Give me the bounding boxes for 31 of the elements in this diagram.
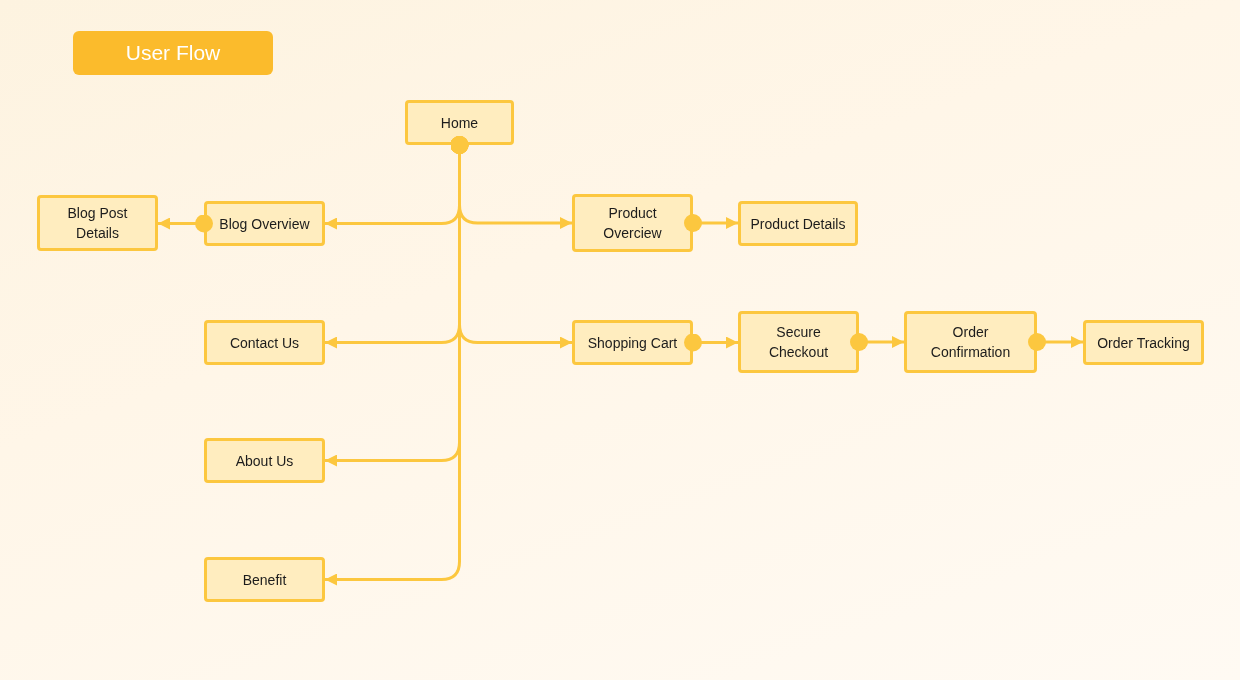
page-label: Blog Post Details <box>66 204 129 243</box>
connector-arrow <box>158 214 213 233</box>
page-label: About Us <box>235 451 294 471</box>
connector-arrow <box>850 333 904 351</box>
page-label: Blog Overview <box>219 214 310 234</box>
page-box <box>738 201 858 246</box>
page-label: Benefit <box>242 570 287 590</box>
page-label: Home <box>440 113 479 133</box>
page-label: Shopping Cart <box>587 333 678 353</box>
page-box <box>738 311 859 373</box>
page-box <box>204 201 325 246</box>
connector-arrow <box>1028 333 1083 351</box>
page-label: Order Tracking <box>1097 333 1190 353</box>
title-badge: User Flow <box>73 31 273 75</box>
page-box <box>1083 320 1204 365</box>
page-box <box>572 320 693 365</box>
page-box <box>405 100 514 145</box>
page-label: Product Overciew <box>602 204 663 243</box>
page-box <box>204 320 325 365</box>
page-label: Secure Checkout <box>767 323 830 362</box>
connector-arrow <box>684 333 738 352</box>
connector-arrow <box>684 214 738 232</box>
connector-arrow <box>325 136 469 586</box>
page-box <box>204 557 325 602</box>
page-box <box>37 195 158 251</box>
page-label: Order Confirmation <box>929 323 1012 362</box>
page-box <box>204 438 325 483</box>
page-box <box>572 194 693 252</box>
page-label: Contact Us <box>229 333 300 353</box>
page-box <box>904 311 1037 373</box>
page-label: Product Details <box>750 214 846 234</box>
